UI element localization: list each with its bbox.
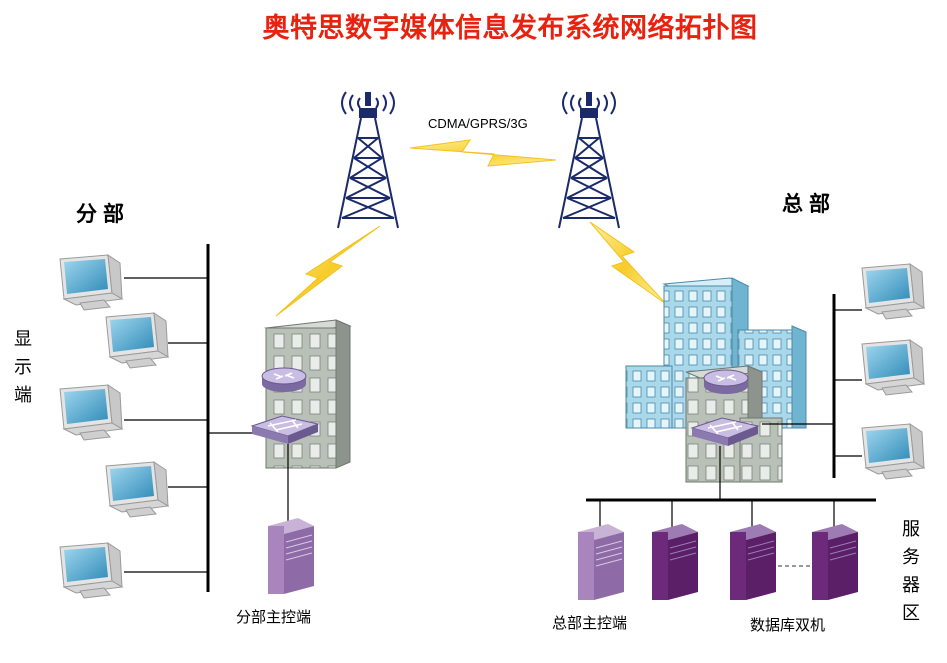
tower-icon-branch [337, 91, 399, 229]
wireless-link-hq [589, 221, 667, 305]
network-label: CDMA/GPRS/3G [428, 116, 528, 131]
monitor-icon [105, 312, 169, 369]
monitor-icon [59, 254, 123, 311]
monitor-icon [59, 384, 123, 441]
wireless-link-between-towers [409, 139, 557, 167]
display-terminal-label: 显 示 端 [14, 329, 32, 406]
server-area-label: 服 务 器 区 [902, 519, 920, 624]
router-icon-hq [703, 369, 749, 395]
monitor-icon [861, 263, 925, 320]
database-cluster-label: 数据库双机 [750, 616, 826, 634]
monitor-icon [59, 542, 123, 599]
diagram-title: 奥特思数字媒体信息发布系统网络拓扑图 [262, 13, 758, 44]
wireless-link-branch [275, 225, 381, 317]
monitor-icon [861, 423, 925, 480]
branch-region-label: 分部 [76, 202, 130, 226]
monitor-icon [861, 339, 925, 396]
hq-buildings-icon [625, 277, 807, 483]
branch-building-icon [264, 319, 352, 469]
monitor-icon [105, 461, 169, 518]
branch-server-icon [267, 517, 315, 595]
tower-icon-hq [558, 91, 620, 229]
router-icon-branch [261, 367, 307, 393]
database-server-icon [729, 523, 777, 601]
hq-controller-server-icon [577, 523, 625, 601]
database-server-icon [811, 523, 859, 601]
server-icon [651, 523, 699, 601]
hq-controller-label: 总部主控端 [552, 614, 628, 632]
branch-controller-label: 分部主控端 [236, 608, 312, 626]
hq-region-label: 总部 [782, 192, 836, 216]
